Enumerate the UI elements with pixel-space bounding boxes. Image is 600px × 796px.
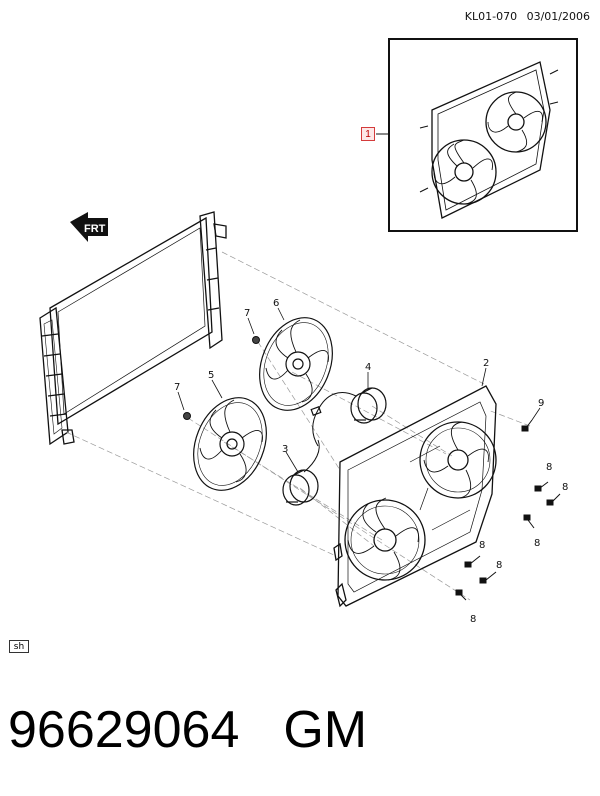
callout-7-upper: 7 (244, 308, 250, 319)
bolt-c (523, 514, 535, 529)
assembly-guide-lines (65, 251, 531, 601)
callout-8-d: 8 (479, 540, 485, 551)
front-direction-arrow: FRT (70, 212, 108, 242)
radiator (39, 211, 227, 446)
fan-motor-right (282, 439, 320, 506)
nut-upper (252, 336, 260, 344)
bolt-a (534, 481, 549, 492)
part-number-line: 96629064 GM (8, 700, 367, 760)
reference-code: KL01-070 (464, 10, 518, 23)
fasteners (183, 336, 561, 601)
callout-8-c: 8 (534, 538, 540, 549)
diagram-reference: KL01-070 03/01/2006 (465, 10, 590, 23)
callout-8-f: 8 (470, 614, 476, 625)
callout-8-a: 8 (546, 462, 552, 473)
callout-7-lower: 7 (174, 382, 180, 393)
callout-leaders (177, 307, 541, 473)
callout-6: 6 (273, 298, 279, 309)
callout-4: 4 (365, 362, 371, 373)
fan-assembly-inset-drawing (419, 61, 559, 219)
fan-shroud (333, 385, 497, 608)
callout-1: 1 (361, 127, 375, 141)
callout-8-e: 8 (496, 560, 502, 571)
callout-5: 5 (208, 370, 214, 381)
part-brand: GM (283, 701, 368, 759)
fan-blade-right (193, 397, 267, 491)
bolt-d (464, 555, 481, 568)
fan-blade-left (259, 317, 333, 411)
callout-9: 9 (538, 398, 544, 409)
callout-8-b: 8 (562, 482, 568, 493)
sh-tag: sh (9, 640, 29, 653)
callout-2: 2 (483, 358, 489, 369)
assembly-inset-frame (388, 38, 578, 232)
bolt-e (479, 571, 497, 584)
frt-label: FRT (84, 223, 106, 235)
nut-lower (183, 412, 191, 420)
callout-3: 3 (282, 444, 288, 455)
callout-labels: 2 3 4 5 6 7 7 9 8 8 8 8 8 8 (174, 298, 568, 625)
part-number: 96629064 (8, 701, 240, 759)
bolt-f (455, 589, 467, 601)
reference-date: 03/01/2006 (526, 10, 590, 23)
bolt-top (521, 419, 533, 432)
bolt-b (546, 493, 561, 506)
fan-motor-left (310, 387, 387, 447)
